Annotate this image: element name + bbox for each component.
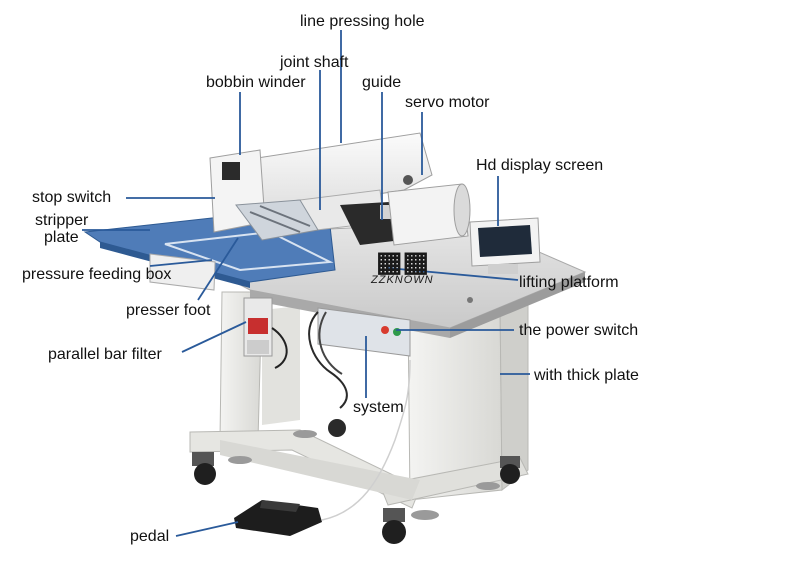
caster-left-back <box>328 419 346 437</box>
label-bobbin-winder: bobbin winder <box>206 74 306 91</box>
label-guide: guide <box>362 74 402 91</box>
leader-presser-foot <box>197 237 239 301</box>
caster-right-back <box>500 456 520 484</box>
label-pedal: pedal <box>130 528 170 545</box>
watermark-brand: ZZKNOWN <box>371 274 434 286</box>
label-pressure-feeding-box: pressure feeding box <box>22 266 172 283</box>
label-the-power-switch: the power switch <box>519 322 639 339</box>
leader-pedal <box>175 521 239 537</box>
hd-display-screen <box>469 217 541 274</box>
pressure-feeding-box <box>149 253 216 291</box>
label-stop-switch: stop switch <box>32 189 112 206</box>
leader-parallel-bar-filter <box>181 321 247 353</box>
control-system-box <box>308 307 411 409</box>
label-stripper-plate-line2: plate <box>44 229 79 246</box>
leader-lines <box>82 30 530 537</box>
label-line-pressing-hole: line pressing hole <box>300 13 425 30</box>
label-system: system <box>353 399 404 416</box>
label-with-thick-plate: with thick plate <box>534 367 639 384</box>
watermark-logo: ▦▦ <box>376 246 429 277</box>
label-hd-display-screen: Hd display screen <box>476 157 604 174</box>
label-parallel-bar-filter: parallel bar filter <box>48 346 162 363</box>
label-lifting-platform: lifting platform <box>519 274 619 291</box>
caster-right-front <box>382 508 406 544</box>
label-joint-shaft: joint shaft <box>280 54 349 71</box>
label-stripper-plate-line1: stripper <box>35 212 89 229</box>
label-presser-foot: presser foot <box>126 302 211 319</box>
frame <box>189 291 529 544</box>
caster-left-front <box>192 452 216 485</box>
pedal <box>234 359 411 536</box>
label-servo-motor: servo motor <box>405 94 490 111</box>
leader-lifting-platform <box>387 267 519 281</box>
parallel-bar-filter <box>243 297 288 369</box>
leader-pressure-feeding-box <box>149 259 213 267</box>
servo-motor <box>387 183 471 246</box>
